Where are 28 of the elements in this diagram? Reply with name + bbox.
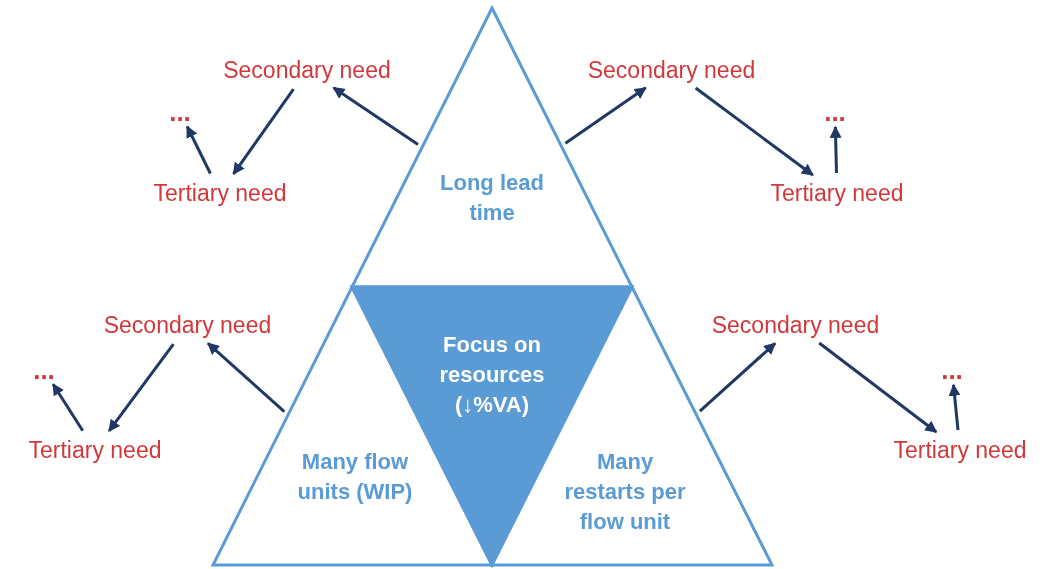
ellipsis-mark: ...: [935, 360, 969, 380]
need-label: Secondary need: [568, 55, 775, 85]
need-label: Tertiary need: [875, 435, 1045, 465]
arrow: [107, 343, 175, 432]
arrow: [694, 86, 814, 177]
arrow: [332, 86, 419, 146]
need-label: Secondary need: [85, 310, 290, 340]
triangle-label: Focus on resources (↓%VA): [438, 331, 546, 419]
arrow: [948, 383, 961, 431]
need-label: Secondary need: [693, 310, 898, 340]
need-label: Tertiary need: [752, 178, 922, 208]
need-label: Tertiary need: [135, 178, 305, 208]
ellipsis-mark: ...: [818, 102, 852, 122]
arrow: [207, 342, 286, 413]
ellipsis-mark: ...: [163, 102, 197, 122]
triangle-label: Many restarts per flow unit: [563, 448, 687, 536]
triangle-label: Many flow units (WIP): [296, 448, 414, 506]
arrow: [185, 125, 212, 175]
arrow: [698, 342, 777, 413]
ellipsis-mark: ...: [27, 360, 61, 380]
need-label: Secondary need: [212, 55, 402, 85]
arrow: [232, 88, 295, 175]
arrow: [829, 125, 842, 174]
arrow: [51, 383, 84, 432]
arrow: [564, 86, 647, 145]
arrow: [818, 341, 938, 434]
triangle-label: Long lead time: [439, 169, 545, 227]
need-label: Tertiary need: [10, 435, 180, 465]
